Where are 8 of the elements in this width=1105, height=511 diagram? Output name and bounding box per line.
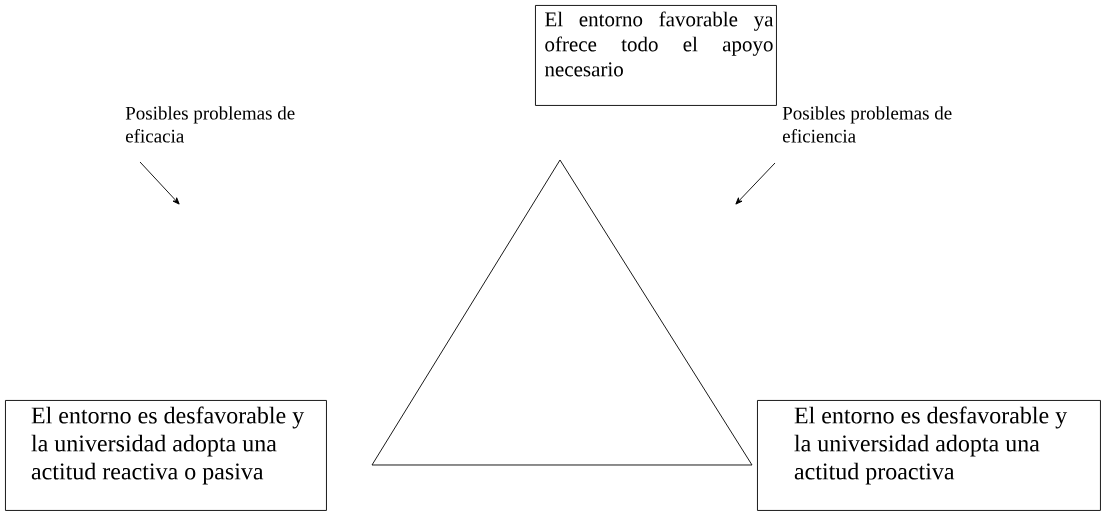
text-box: El entorno favorable ya ofrece todo el apoyo necesario (535, 5, 777, 106)
triangle (371, 159, 753, 466)
text-box: El entorno es desfavorable y la universidad adopta una actitud proactiva (757, 400, 1101, 511)
note-text: Posibles problemas de eficiencia (782, 106, 952, 143)
arrow (735, 162, 776, 205)
text-box: El entorno es desfavorable y la universidad adopta una actitud reactiva o pasiva (5, 400, 327, 511)
arrow (139, 161, 180, 205)
note-text: Posibles problemas de eficacia (125, 106, 295, 143)
